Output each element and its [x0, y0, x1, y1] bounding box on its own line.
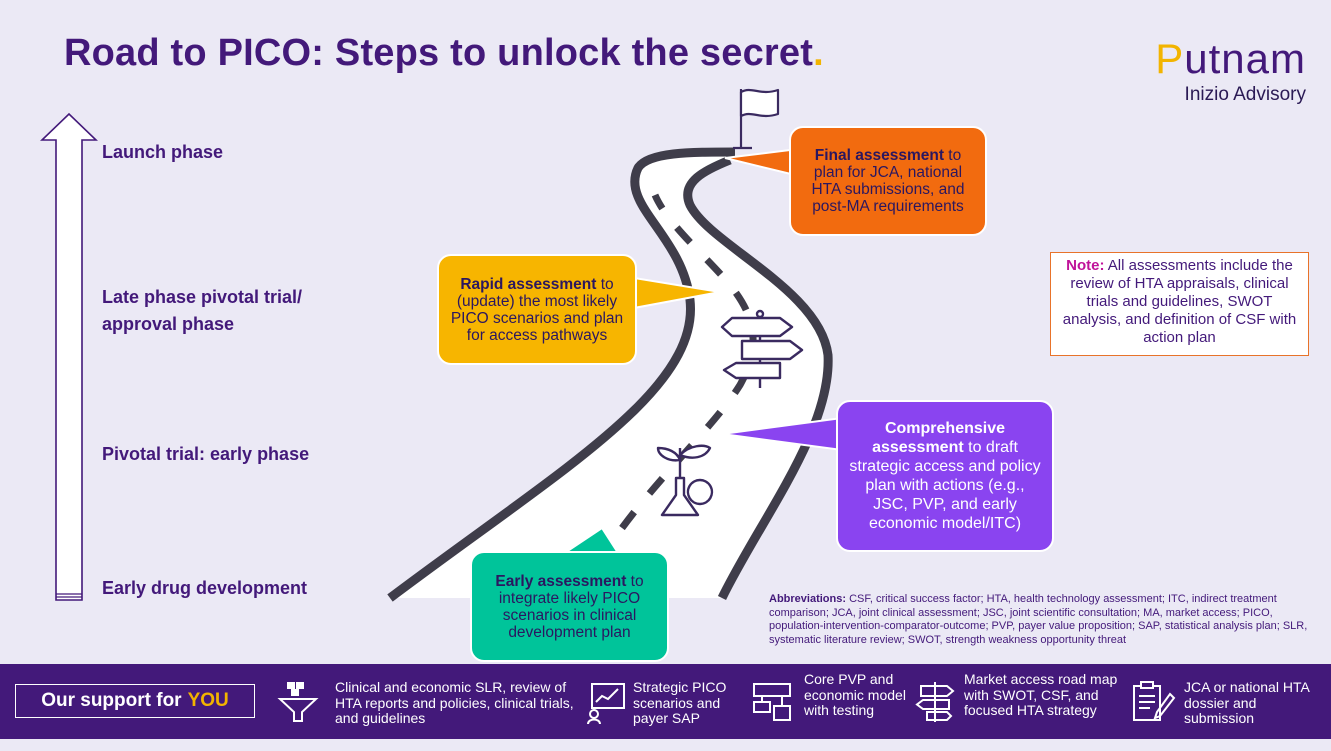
early-assessment-bubble: Early assessment to integrate likely PIC…	[470, 551, 669, 662]
road-edge-left	[387, 147, 736, 602]
signpost-icon	[720, 309, 804, 388]
signpost-icon	[915, 682, 955, 722]
note-box: Note: All assessments include the review…	[1050, 252, 1309, 356]
phase-early-development: Early drug development	[102, 578, 308, 598]
putnam-logo: Putnam Inizio Advisory	[1112, 38, 1306, 106]
road-surface	[390, 152, 829, 598]
abbreviations: Abbreviations: CSF, critical success fac…	[769, 593, 1308, 646]
flag-icon	[733, 88, 780, 150]
final-assessment-bubble: Final assessment to plan for JCA, nation…	[789, 126, 987, 236]
support-item-2: Strategic PICO scenarios and payer SAP	[633, 679, 727, 726]
road-diagram	[40, 88, 833, 602]
flask-plant-icon	[656, 444, 714, 517]
support-band	[0, 664, 1331, 739]
support-item-4: Market access road map with SWOT, CSF, a…	[964, 671, 1118, 718]
support-item-3: Core PVP and economic model with testing	[804, 671, 906, 718]
phase-launch: Launch phase	[102, 142, 224, 162]
phase-late-pivotal-line1: Late phase pivotal trial/	[102, 287, 303, 307]
comprehensive-assessment-bubble: Comprehensive assessment to draft strate…	[836, 400, 1054, 552]
support-item-5: JCA or national HTA dossier and submissi…	[1184, 679, 1310, 726]
document-pen-icon	[1133, 681, 1176, 721]
phase-late-pivotal-line2: approval phase	[102, 314, 235, 334]
support-item-1: Clinical and economic SLR, review of HTA…	[335, 679, 574, 726]
rapid-assessment-bubble: Rapid assessment to (update) the most li…	[437, 254, 637, 365]
phase-pivotal-early: Pivotal trial: early phase	[102, 444, 310, 464]
flowchart-icon	[753, 683, 791, 721]
phase-arrow	[40, 112, 98, 601]
logo-subtitle: Inizio Advisory	[1184, 84, 1306, 105]
road-edge-right	[683, 155, 833, 600]
callout-pointers	[556, 148, 843, 557]
funnel-icon	[277, 682, 319, 722]
chart-board-icon	[587, 683, 625, 724]
page-title: Road to PICO: Steps to unlock the secret…	[64, 32, 824, 74]
